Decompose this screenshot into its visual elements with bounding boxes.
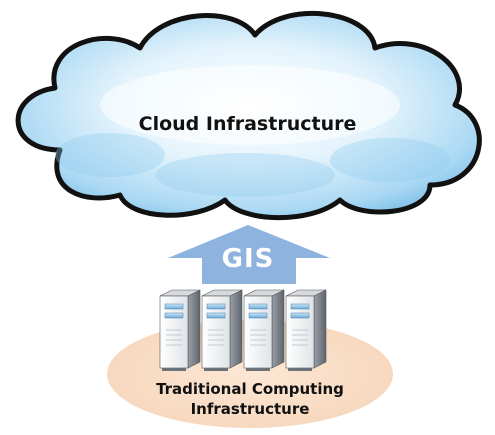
arrow-label: GIS xyxy=(221,244,275,274)
server-icon xyxy=(243,289,285,371)
server-icon xyxy=(285,289,327,371)
cloud-shape xyxy=(15,10,482,221)
server-group xyxy=(159,289,327,371)
upward-arrow xyxy=(168,225,330,284)
base-label: Traditional Computing Infrastructure xyxy=(100,379,400,419)
base-label-line2: Infrastructure xyxy=(190,400,310,418)
server-icon xyxy=(201,289,243,371)
cloud-label: Cloud Infrastructure xyxy=(138,113,357,135)
base-label-line1: Traditional Computing xyxy=(156,380,344,398)
server-icon xyxy=(159,289,201,371)
